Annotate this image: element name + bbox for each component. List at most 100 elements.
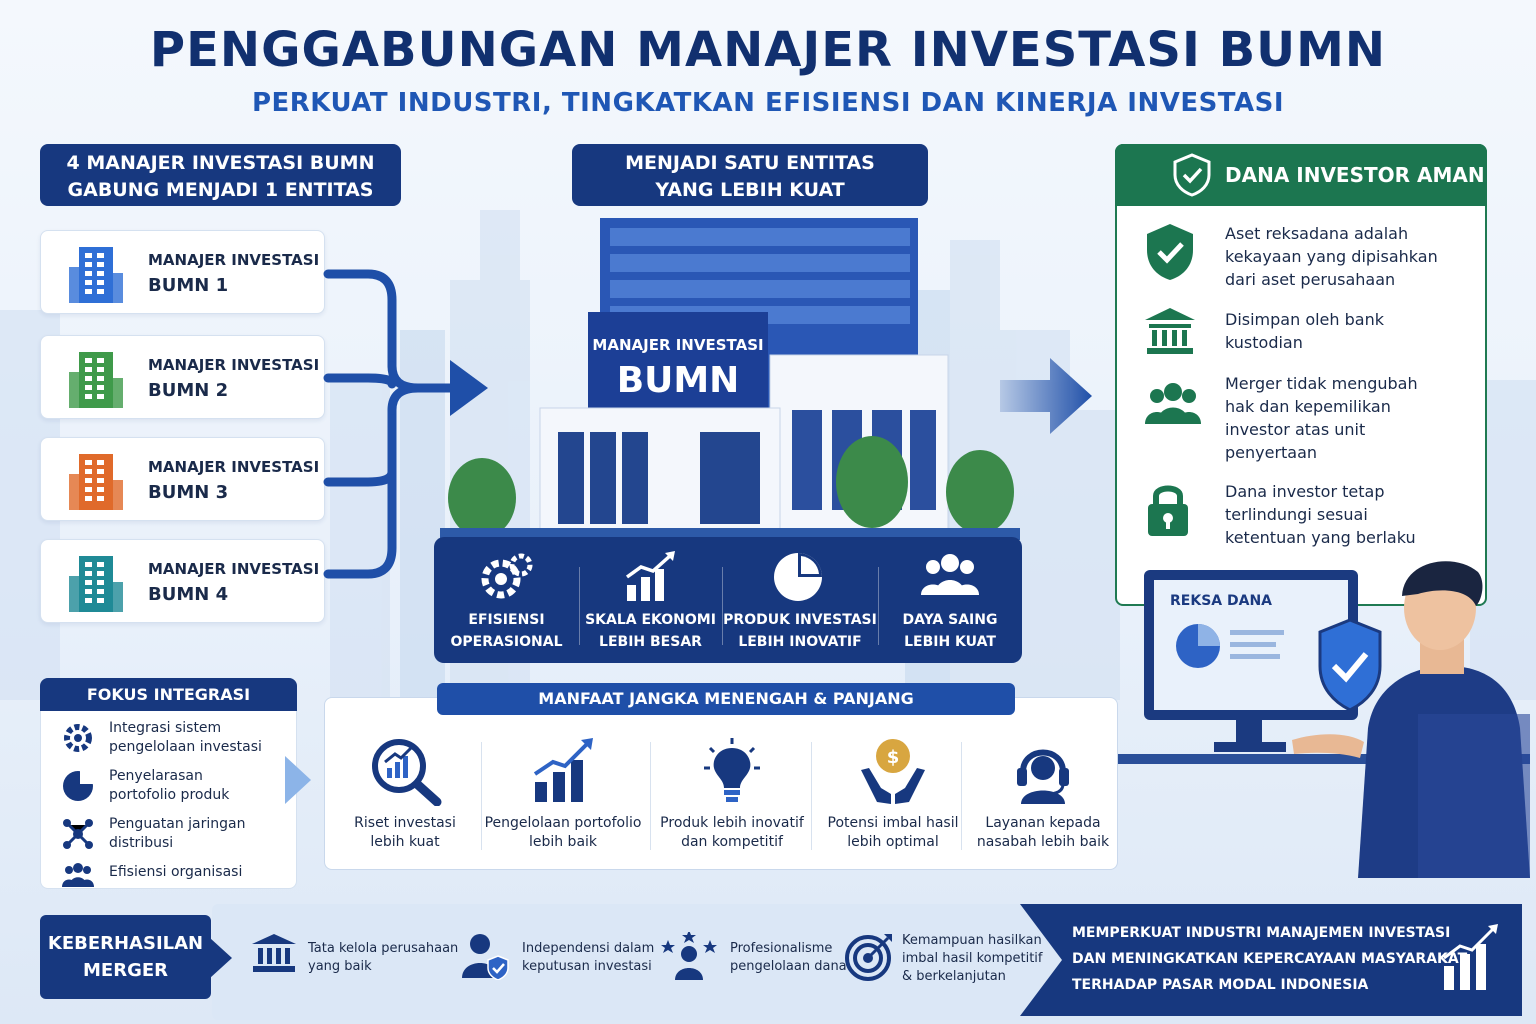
people-icon [917,551,983,607]
features-bar: EFISIENSI OPERASIONAL SKALA EKONOMI LEBIH … [434,537,1022,663]
feature-line2: LEBIH KUAT [904,634,996,650]
pie-chart-icon [772,551,828,607]
fokus-integrasi-panel: FOKUS INTEGRASI Integrasi sistem pengelol… [40,678,297,889]
investor-safety-panel: DANA INVESTOR AMAN Aset reksadana adalah… [1115,144,1487,606]
manager-card-3: MANAJER INVESTASI BUMN 3 [40,437,325,521]
keberhasilan-item-line: Kemampuan hasilkan [902,933,1042,948]
fokus-item-line: pengelolaan investasi [109,739,262,755]
left-header: 4 MANAJER INVESTASI BUMN GABUNG MENJADI … [40,144,401,206]
manfaat-item-line: Produk lebih inovatif [660,815,804,831]
merge-connector [323,269,488,579]
fokus-item-line: Penyelarasan [109,768,203,784]
fokus-item-line: distribusi [109,835,174,851]
manfaat-divider [961,742,962,850]
investor-item-line: kekayaan yang dipisahkan [1225,247,1438,266]
research-icon [367,736,443,810]
person-shield-icon [460,932,510,984]
feature-line1: EFISIENSI [468,612,545,628]
fokus-title: FOKUS INTEGRASI [40,678,297,711]
feature-line1: PRODUK INVESTASI [723,612,877,628]
investor-item-line: ketentuan yang berlaku [1225,528,1416,547]
manfaat-item-line: Pengelolaan portofolio [484,815,642,831]
manager-card-line1: MANAJER INVESTASI [148,560,320,578]
fokus-item-1: Integrasi sistem pengelolaan investasi [109,719,262,757]
bank-icon [1143,306,1197,360]
growth-chart-icon [623,551,679,607]
feature-line2: OPERASIONAL [450,634,563,650]
manager-card-line2: BUMN 4 [148,584,229,605]
feature-divider [878,567,879,645]
center-header: MENJADI SATU ENTITAS YANG LEBIH KUAT [572,144,928,206]
growth-chart-icon [1443,924,1498,990]
manfaat-divider [650,742,651,850]
shield-check-icon [1173,153,1211,197]
manager-card-line1: MANAJER INVESTASI [148,458,320,476]
keberhasilan-title-line1: KEBERHASILAN [47,933,204,954]
manfaat-item-line: Riset investasi [354,815,456,831]
keberhasilan-item-line: pengelolaan dana [730,959,847,974]
svg-text:$: $ [887,747,900,768]
manfaat-title: MANFAAT JANGKA MENENGAH & PANJANG [437,683,1015,715]
headset-icon [1011,736,1075,810]
monitor-label: REKSA DANA [1170,593,1272,609]
manfaat-item-line: lebih optimal [847,834,939,850]
office-building-icon [65,450,127,516]
right-arrow [1000,358,1092,434]
investor-item-4: Dana investor tetap terlindungi sesuai ket… [1225,480,1416,549]
keberhasilan-pointer [210,938,232,978]
network-icon [61,817,95,855]
manfaat-item-line: dan kompetitif [681,834,783,850]
office-building-icon [65,552,127,618]
manager-card-2: MANAJER INVESTASI BUMN 2 [40,335,325,419]
feature-line2: LEBIH BESAR [599,634,702,650]
institution-icon [250,932,298,980]
keberhasilan-item-line: keputusan investasi [522,959,652,974]
feature-line1: SKALA EKONOMI [585,612,716,628]
fokus-item-2: Penyelarasan portofolio produk [109,767,229,805]
left-header-line1: 4 MANAJER INVESTASI BUMN [66,152,375,174]
manager-card-1: MANAJER INVESTASI BUMN 1 [40,230,325,314]
investor-illustration: REKSA DANA [1118,561,1530,878]
feature-divider [722,567,723,645]
investor-item-line: Merger tidak mengubah [1225,374,1418,393]
conclusion-line: TERHADAP PASAR MODAL INDONESIA [1072,977,1369,993]
manfaat-item-line: Layanan kepada [985,815,1101,831]
investor-item-line: Dana investor tetap [1225,482,1385,501]
shield-check-icon [1143,222,1197,286]
fokus-item-line: portofolio produk [109,787,230,803]
keberhasilan-item-line: Independensi dalam [522,941,655,956]
manager-card-line1: MANAJER INVESTASI [148,251,320,269]
feature-line1: DAYA SAING [902,612,998,628]
investor-item-line: terlindungi sesuai [1225,505,1368,524]
left-header-line2: GABUNG MENJADI 1 ENTITAS [67,179,374,201]
target-icon [844,932,894,986]
conclusion-line: DAN MENINGKATKAN KEPERCAYAAN MASYARAKAT [1072,951,1468,967]
fokus-item-line: Integrasi sistem [109,720,222,736]
keberhasilan-item-2: Independensi dalam keputusan investasi [522,940,654,976]
center-header-line2: YANG LEBIH KUAT [655,179,845,201]
investor-item-line: kustodian [1225,333,1303,352]
office-building-icon [65,348,127,414]
group-icon [1143,382,1203,432]
manager-card-4: MANAJER INVESTASI BUMN 4 [40,539,325,623]
page-subtitle: PERKUAT INDUSTRI, TINGKATKAN EFISIENSI D… [251,88,1285,118]
investor-panel-title: DANA INVESTOR AMAN [1225,163,1485,187]
manfaat-item-line: Potensi imbal hasil [827,815,959,831]
feature-4: DAYA SAING LEBIH KUAT [878,537,1022,663]
manfaat-divider [481,742,482,850]
investor-item-line: dari aset perusahaan [1225,270,1396,289]
stars-person-icon [658,930,720,986]
bar-growth-icon [531,738,595,808]
lock-icon [1143,480,1193,542]
page-title: PENGGABUNGAN MANAJER INVESTASI BUMN [149,22,1387,78]
